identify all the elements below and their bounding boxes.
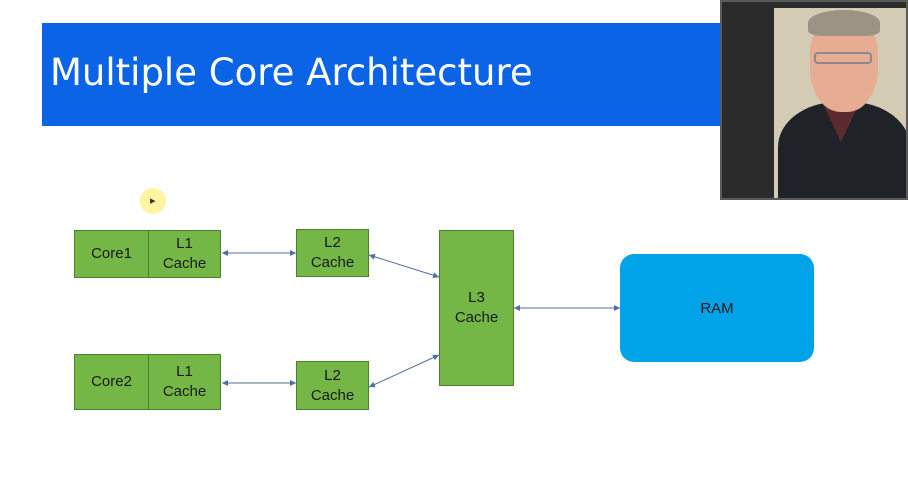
core2-label: Core2 — [91, 373, 132, 390]
arrow-l2-bottom-to-l3 — [368, 354, 440, 388]
l3-cache-box: L3 Cache — [439, 230, 514, 386]
core1-l1-line1: L1 — [176, 235, 193, 252]
l2-cache-bottom-box: L2 Cache — [296, 361, 369, 410]
arrow-l2-top-to-l3 — [368, 253, 440, 279]
l2-bottom-line2: Cache — [310, 386, 355, 404]
l2-top-line1: L2 — [324, 234, 341, 251]
mouse-pointer-icon: ▸ — [150, 195, 156, 207]
core1-box: Core1 — [74, 230, 149, 278]
ram-box: RAM — [620, 254, 814, 362]
ram-label: RAM — [700, 299, 734, 317]
cursor-highlight — [140, 188, 166, 214]
slide-title: Multiple Core Architecture — [50, 51, 533, 94]
webcam-overlay[interactable] — [720, 0, 908, 200]
core1-l1-line2: Cache — [162, 255, 207, 272]
l2-cache-top-box: L2 Cache — [296, 229, 369, 277]
core1-label: Core1 — [91, 245, 132, 262]
core1-l1-cache-box: L1 Cache — [148, 230, 221, 278]
presenter-hair — [808, 10, 880, 36]
l3-line1: L3 — [468, 289, 485, 306]
core2-box: Core2 — [74, 354, 149, 410]
core2-l1-line2: Cache — [162, 383, 207, 400]
presenter-glasses — [814, 52, 872, 64]
core2-l1-cache-box: L1 Cache — [148, 354, 221, 410]
title-banner — [42, 23, 732, 126]
l3-line2: Cache — [454, 309, 499, 326]
l2-bottom-line1: L2 — [324, 366, 341, 384]
l2-top-line2: Cache — [310, 254, 355, 271]
core2-l1-line1: L1 — [176, 363, 193, 380]
